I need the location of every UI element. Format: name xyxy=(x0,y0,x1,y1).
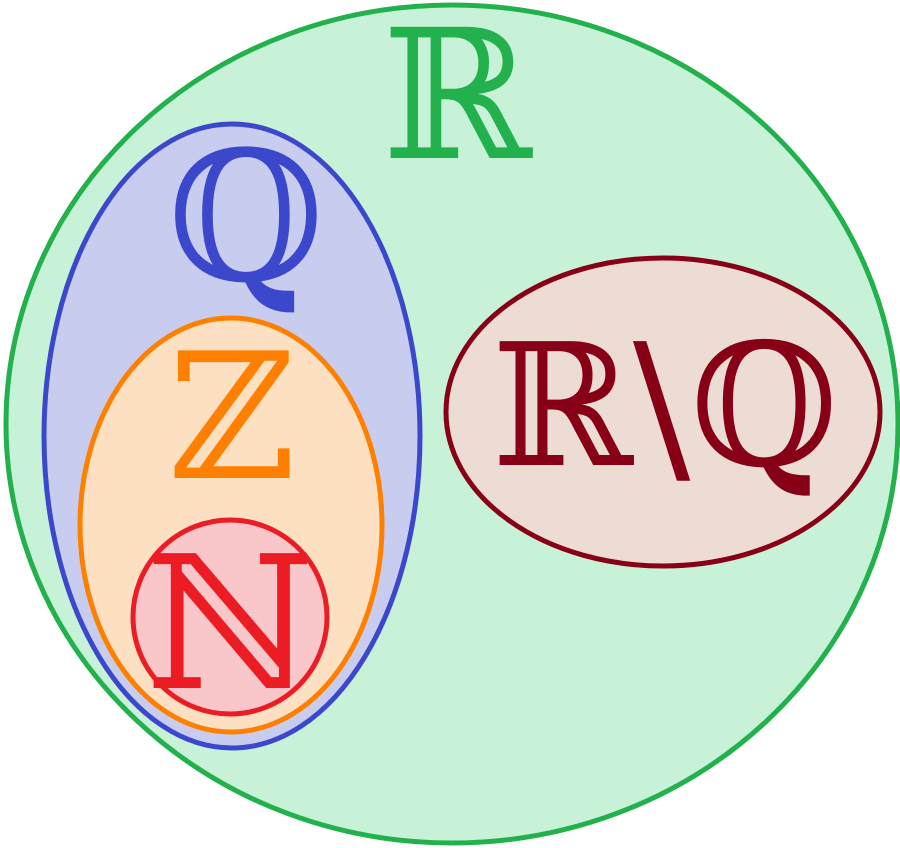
naturals-set xyxy=(130,517,330,717)
irrationals-label: ℝ\ℚ xyxy=(492,308,839,506)
irrationals-set xyxy=(443,255,883,569)
reals-label: ℝ xyxy=(382,0,533,201)
naturals-label: ℕ xyxy=(145,516,314,732)
rationals-label: ℚ xyxy=(168,114,325,323)
integers-label: ℤ xyxy=(168,317,296,520)
